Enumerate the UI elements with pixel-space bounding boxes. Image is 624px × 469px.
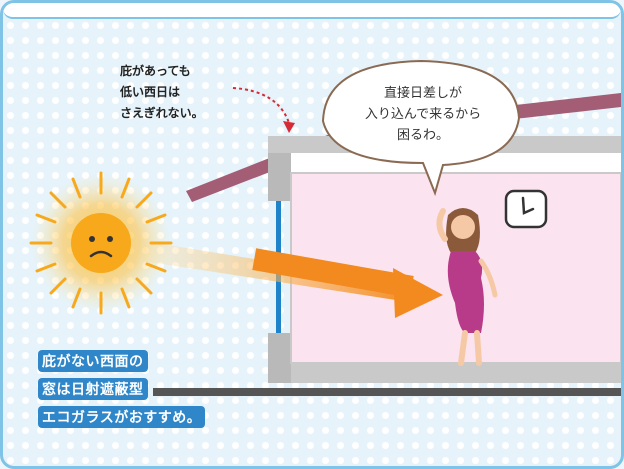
note-line-2: 低い西日は [120,85,181,99]
bubble-line-1: 直接日差しが [383,86,462,101]
callout-line-2: 窓は日射遮蔽型 [38,378,148,400]
speech-bubble [321,59,521,197]
speech-bubble-text: 直接日差しが 入り込んで来るから 困るわ。 [328,83,518,146]
sun-rays [29,171,173,315]
woman-figure [436,208,498,366]
note-line-1: 庇があっても [120,64,191,78]
sun-icon [71,213,131,273]
callout-line-3: エコガラスがおすすめ。 [38,406,206,428]
dotted-arrow [232,87,290,124]
lower-wall [268,333,291,383]
bubble-line-3: 困るわ。 [396,128,449,143]
bubble-line-2: 入り込んで来るから [364,107,482,122]
roof-eave [186,93,621,202]
ground-line [153,388,621,396]
eave-note: 庇があっても 低い西日は さえぎれない。 [120,61,204,124]
floor [291,363,621,383]
note-line-3: さえぎれない。 [120,106,204,120]
top-banner [3,3,621,19]
house-scene [29,59,621,396]
callout-line-1: 庇がない西面の [38,350,148,372]
clock-icon [504,189,548,229]
upper-wall [268,153,291,201]
